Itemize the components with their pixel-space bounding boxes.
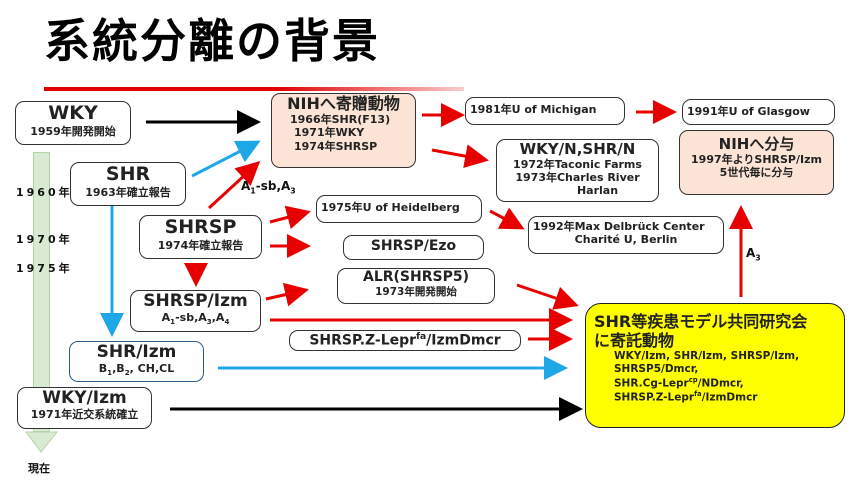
arrow-heidelberg-to-berlin [489, 207, 525, 230]
node-wky-izm-name: WKY/Izm [42, 388, 127, 408]
node-shrsp-note: 1974年確立報告 [157, 238, 244, 252]
node-alr-name: ALR(SHRSP5) [363, 269, 469, 285]
arrow-shr-to-nih [191, 140, 261, 178]
edge-label-a3: A3 [746, 246, 761, 263]
timeline-label-1960: 1960年 [16, 186, 73, 199]
node-berlin: 1992年Max Delbrück Center Charité U, Berl… [528, 216, 724, 254]
node-consortium-title-2: に寄託動物 [594, 331, 675, 351]
node-nih-donation-line-2: 1971年WKY [294, 126, 365, 140]
arrow-alr-to-consortium [516, 283, 579, 310]
node-nih-distribution-line-2: 5世代毎に分与 [719, 166, 794, 180]
node-wky-n: WKY/N,SHR/N 1972年Taconic Farms 1973年Char… [496, 139, 659, 202]
node-shrsp-z-lepr-name: SHRSP.Z-Leprfa/IzmDmcr [309, 332, 501, 349]
timeline-arrowhead [25, 431, 59, 453]
node-shrsp-izm-name: SHRSP/Izm [143, 291, 248, 311]
page-title: 系統分離の背景 [44, 14, 380, 68]
node-wky-note: 1959年開発開始 [30, 124, 116, 138]
node-shrsp-z-lepr: SHRSP.Z-Leprfa/IzmDmcr [289, 330, 521, 351]
node-shr: SHR 1963年確立報告 [70, 162, 186, 206]
timeline-label-1970: 1970年 [16, 233, 73, 246]
node-heidelberg: 1975年U of Heidelberg [316, 195, 482, 223]
node-michigan: 1981年U of Michigan [465, 97, 625, 125]
node-glasgow: 1991年U of Glasgow [682, 99, 835, 125]
node-michigan-name: 1981年U of Michigan [470, 103, 597, 116]
node-alr-note: 1973年開発開始 [375, 285, 457, 298]
node-heidelberg-name: 1975年U of Heidelberg [321, 201, 460, 214]
node-wky-n-line-2: 1973年Charles River [515, 171, 640, 185]
node-shr-izm: SHR/Izm B1,B2, CH,CL [69, 341, 204, 382]
node-wky-n-line-1: 1972年Taconic Farms [513, 158, 642, 171]
node-consortium-strain-3: SHR.Cg-Leprcp/NDmcr, [614, 375, 744, 390]
timeline-label-1975: 1975年 [16, 262, 73, 275]
node-wky-izm: WKY/Izm 1971年近交系統確立 [17, 387, 152, 429]
node-berlin-line-2: Charité U, Berlin [574, 233, 678, 247]
node-shrsp-izm-note: A1-sb,A3,A4 [161, 311, 230, 327]
node-nih-donation-line-3: 1974年SHRSP [294, 139, 378, 153]
node-ezo: SHRSP/Ezo [343, 235, 484, 260]
node-consortium-strain-1: WKY/Izm, SHR/Izm, SHRSP/Izm, [614, 350, 800, 363]
timeline-label-present: 現在 [28, 462, 50, 475]
node-nih-donation-line-1: 1966年SHR(F13) [290, 113, 391, 127]
edge-label-shrsp-to-nih: A1-sb,A3 [241, 179, 296, 196]
node-ezo-name: SHRSP/Ezo [370, 238, 457, 254]
node-consortium-title-1: SHR等疾患モデル共同研究会 [594, 312, 808, 331]
node-consortium-strain-4: SHRSP.Z-Leprfa/IzmDmcr [614, 389, 758, 404]
node-shr-izm-note: B1,B2, CH,CL [98, 362, 175, 378]
node-shr-name: SHR [105, 163, 151, 185]
node-berlin-line-1: 1992年Max Delbrück Center [533, 220, 705, 233]
arrow-nih-to-wkyn [431, 144, 489, 168]
node-wky: WKY 1959年開発開始 [15, 101, 131, 145]
node-consortium: SHR等疾患モデル共同研究会 に寄託動物 WKY/Izm, SHR/Izm, S… [585, 303, 845, 428]
node-glasgow-name: 1991年U of Glasgow [687, 105, 810, 118]
arrow-shrspizm-to-alr [265, 282, 309, 307]
arrow-shrsp-to-heidelberg [269, 205, 311, 229]
node-shrsp-izm: SHRSP/Izm A1-sb,A3,A4 [130, 290, 261, 332]
node-nih-donation-name: NIHへ寄贈動物 [287, 94, 400, 113]
node-nih-distribution: NIHへ分与 1997年よりSHRSP/Izm 5世代毎に分与 [679, 130, 834, 195]
node-shrsp: SHRSP 1974年確立報告 [139, 215, 262, 259]
node-nih-distribution-name: NIHへ分与 [718, 135, 795, 153]
node-wky-n-line-3: Harlan [576, 184, 619, 198]
node-wky-izm-note: 1971年近交系統確立 [30, 408, 139, 422]
node-nih-donation: NIHへ寄贈動物 1966年SHR(F13) 1971年WKY 1974年SHR… [271, 93, 416, 168]
node-wky-name: WKY [48, 102, 98, 124]
node-consortium-strain-2: SHRSP5/Dmcr, [614, 362, 699, 375]
node-shr-note: 1963年確立報告 [85, 185, 171, 199]
node-shrsp-name: SHRSP [164, 216, 237, 238]
title-underline [44, 87, 464, 91]
node-nih-distribution-line-1: 1997年よりSHRSP/Izm [691, 153, 822, 166]
node-alr: ALR(SHRSP5) 1973年開発開始 [337, 268, 495, 304]
node-shr-izm-name: SHR/Izm [96, 342, 177, 362]
node-wky-n-name: WKY/N,SHR/N [519, 140, 636, 158]
